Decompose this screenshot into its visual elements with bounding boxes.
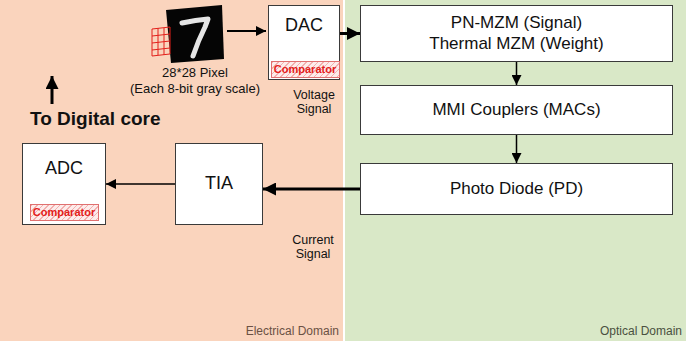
box-label: TIA (205, 173, 233, 195)
domain-label: Optical Domain (600, 324, 682, 338)
signal-arrow (263, 188, 360, 191)
domain-band: Optical Domain PN-MZM (Signal) Thermal MZ… (345, 0, 686, 341)
box-label: MMI Couplers (MACs) (432, 100, 600, 120)
box-label: Photo Diode (PD) (450, 179, 583, 199)
box-label: Comparator (274, 63, 336, 76)
digit-stroke (182, 19, 208, 56)
pixel-grid-line (152, 27, 170, 56)
input-caption: 28*28 Pixel (135, 65, 255, 81)
box-label: DAC (285, 15, 323, 37)
edge-label: Current Signal (283, 233, 343, 262)
comparator-box: Comparator (271, 61, 340, 78)
edge-label: Voltage Signal (284, 88, 344, 117)
converter-box: ADC Comparator (22, 143, 106, 225)
output-arrow (51, 76, 54, 104)
connector-group (106, 34, 517, 190)
input-arrow (227, 30, 266, 32)
pixel-grid (152, 27, 170, 56)
signal-arrow (106, 183, 175, 185)
amplifier-box: TIA (175, 143, 263, 225)
box-label: Comparator (33, 206, 95, 219)
comparator-box: Comparator (30, 204, 99, 221)
box-label: PN-MZM (Signal) Thermal MZM (Weight) (426, 13, 608, 54)
modulator-box: PN-MZM (Signal) Thermal MZM (Weight) (360, 5, 673, 62)
pixel-grid-line (152, 27, 170, 56)
input-caption: (Each 8-bit gray scale) (115, 81, 275, 97)
converter-box: DAC Comparator (268, 5, 340, 80)
signal-arrow (516, 62, 518, 85)
coupler-box: MMI Couplers (MACs) (360, 85, 673, 135)
domain-label: Electrical Domain (246, 324, 339, 338)
photodiode-box: Photo Diode (PD) (360, 163, 673, 215)
output-label: To Digital core (30, 108, 250, 131)
box-label: ADC (45, 158, 83, 180)
signal-arrow (340, 32, 360, 35)
signal-arrow (516, 135, 518, 163)
digit-image (166, 5, 224, 63)
